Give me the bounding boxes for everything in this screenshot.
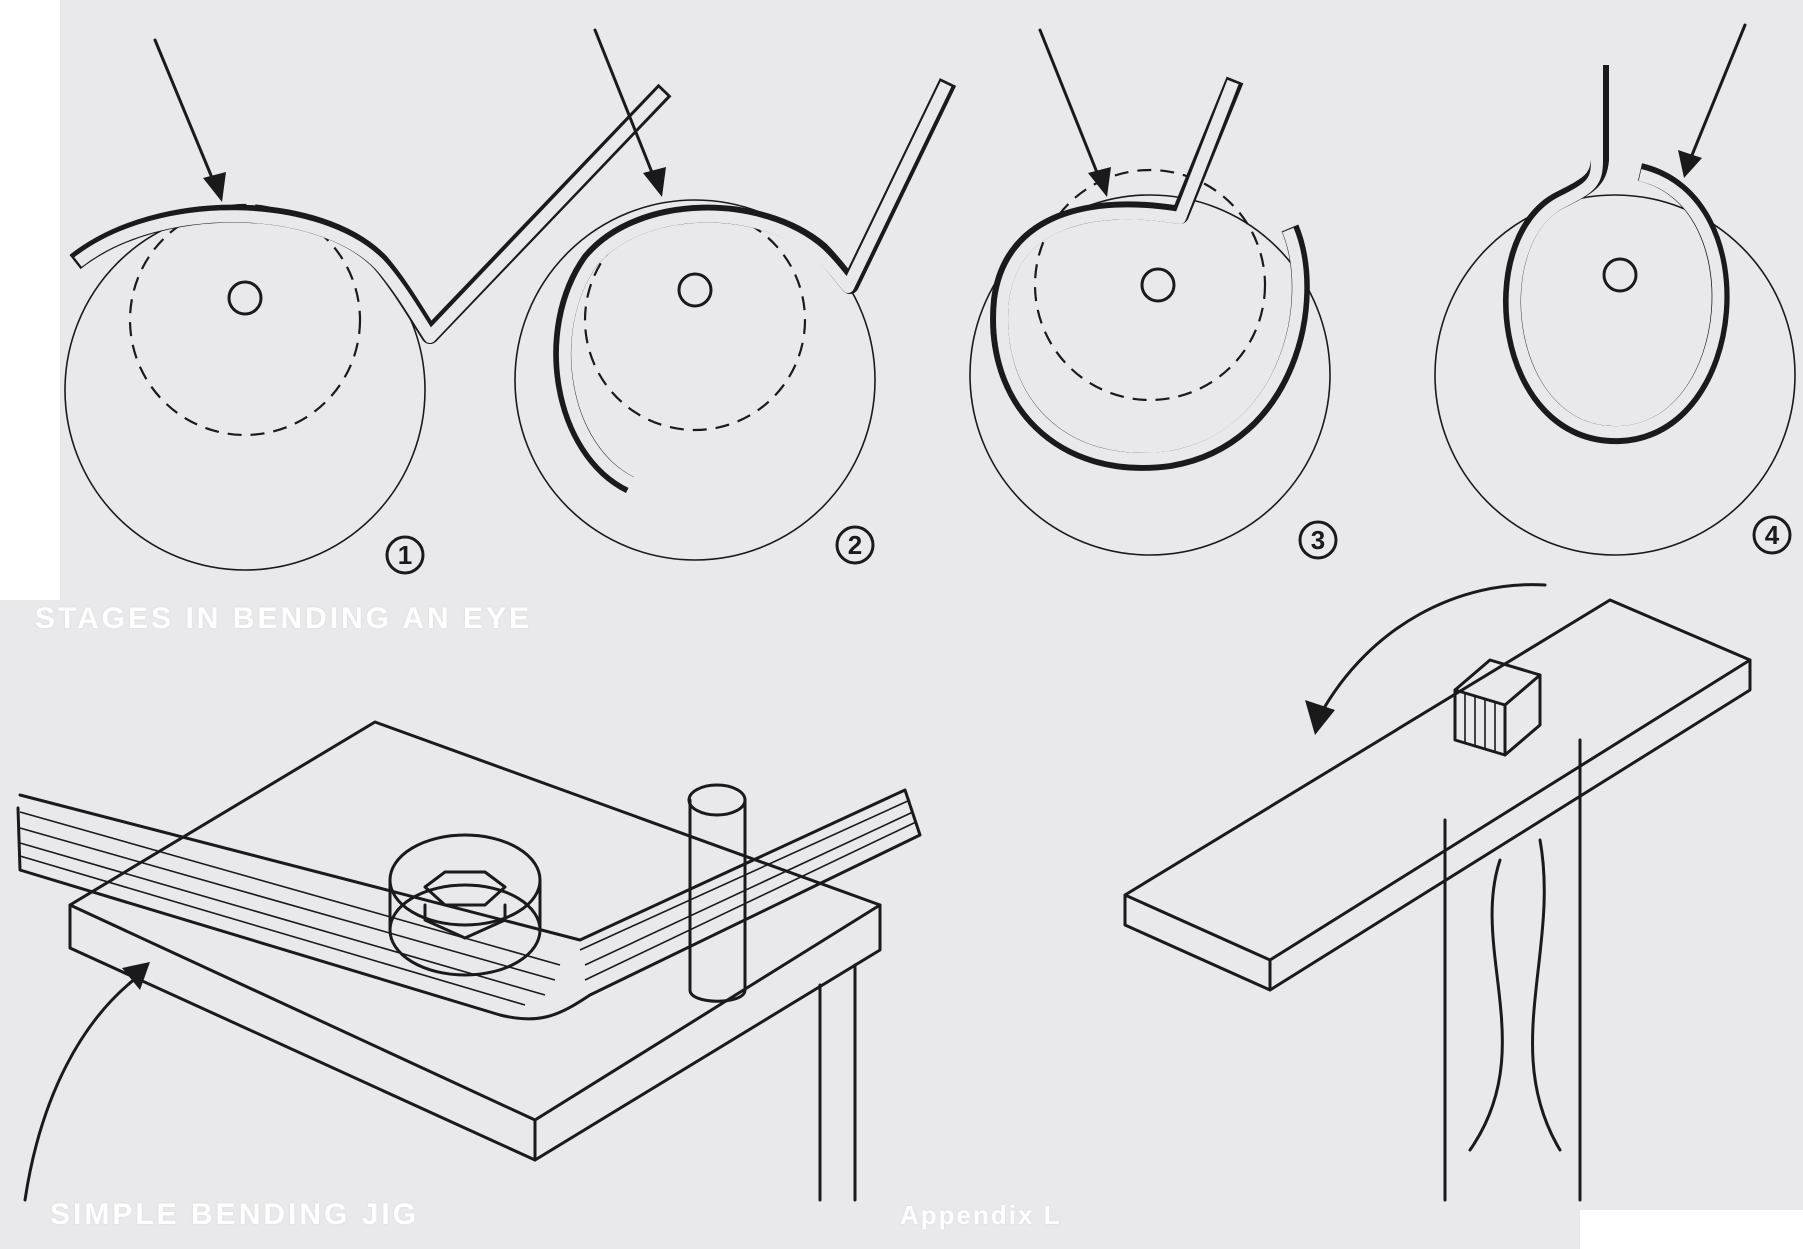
stage-number-1: 1 (385, 535, 425, 575)
appendix-caption: Appendix L (900, 1200, 1062, 1230)
caption-strip (0, 600, 570, 640)
stage-2-drawing (514, 28, 957, 561)
bending-jig-drawing (16, 720, 922, 1202)
stage-number-2-text: 2 (848, 530, 862, 560)
jig-panel (0, 620, 1803, 1210)
stage-number-4: 4 (1752, 515, 1792, 555)
stage-number-3: 3 (1298, 520, 1338, 560)
bottom-strip (0, 1200, 1580, 1249)
stages-caption: STAGES IN BENDING AN EYE (35, 602, 533, 635)
jig-caption: SIMPLE BENDING JIG (50, 1198, 420, 1231)
stage-number-1-text: 1 (398, 540, 412, 570)
stage-number-2: 2 (835, 525, 875, 565)
stage-number-4-text: 4 (1765, 520, 1780, 550)
stage-4-drawing (1434, 23, 1796, 556)
stage-number-3-text: 3 (1311, 525, 1325, 555)
stage-3-drawing (969, 28, 1331, 556)
stage-1-drawing (64, 38, 672, 571)
twist-jig-drawing (1123, 583, 1752, 1202)
